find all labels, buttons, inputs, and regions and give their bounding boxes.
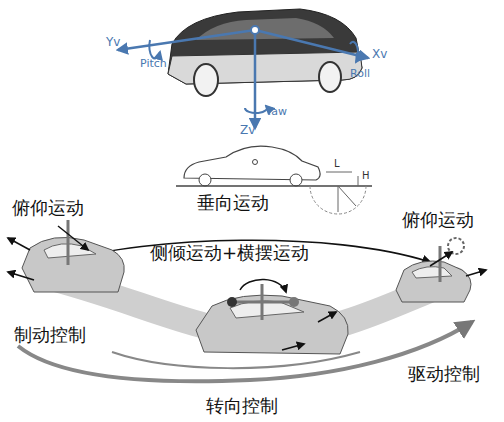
- car-body: [396, 261, 471, 302]
- pitch-axis: [439, 246, 442, 282]
- axis-label: Xv: [372, 48, 387, 61]
- radius-line: [338, 186, 356, 206]
- force-arrow: [466, 270, 486, 276]
- rotation-label: Roll: [350, 68, 370, 80]
- motion-label: 侧倾运动+横摆运动: [150, 243, 309, 263]
- y-axis: [118, 30, 255, 50]
- dimension-line: [326, 172, 352, 173]
- rotation-label: Yaw: [266, 106, 287, 118]
- force-arrow: [8, 272, 34, 280]
- wheel: [194, 64, 218, 96]
- pitch-rotation: [448, 238, 464, 254]
- yaw-rotation: [245, 106, 267, 113]
- center-mark: [253, 160, 258, 165]
- control-label: 转向控制: [206, 396, 278, 416]
- motion-label: 垂向运动: [197, 193, 269, 213]
- pitch-rotation: [149, 40, 160, 59]
- wheel: [319, 62, 341, 92]
- roll-rotation: [350, 42, 358, 62]
- force-arrow: [282, 344, 304, 350]
- car-body: [196, 295, 348, 354]
- radius-line: [338, 186, 339, 212]
- control-label: 制动控制: [14, 325, 86, 345]
- dimension-label: L: [334, 158, 340, 169]
- car-window: [44, 244, 96, 258]
- dimension-line: [358, 176, 359, 186]
- wheel-arc: [310, 186, 366, 214]
- roll-axis: [232, 301, 294, 304]
- pitch-axis: [67, 220, 70, 265]
- wheel: [290, 174, 302, 186]
- steering-arc: [112, 352, 360, 368]
- car-window: [412, 267, 452, 278]
- pivot: [227, 297, 237, 307]
- motion-label: 俯仰运动: [12, 198, 84, 218]
- car-body: [22, 237, 124, 292]
- pivot: [289, 297, 299, 307]
- wheel: [199, 174, 211, 186]
- force-arrow: [318, 312, 336, 322]
- dimension-label: H: [362, 170, 370, 181]
- axis-label: Zv: [240, 124, 255, 137]
- rotation-label: Pitch: [140, 58, 167, 70]
- yaw-arrow: [240, 279, 286, 292]
- motion-label: 俯仰运动: [402, 210, 474, 230]
- pitch-arrow: [430, 252, 452, 266]
- ground-line: [176, 185, 372, 187]
- pitch-arrow: [58, 226, 88, 250]
- control-label: 驱动控制: [408, 364, 480, 384]
- origin: [251, 26, 259, 34]
- axis-label: Yv: [106, 36, 120, 49]
- force-arrow: [8, 238, 30, 250]
